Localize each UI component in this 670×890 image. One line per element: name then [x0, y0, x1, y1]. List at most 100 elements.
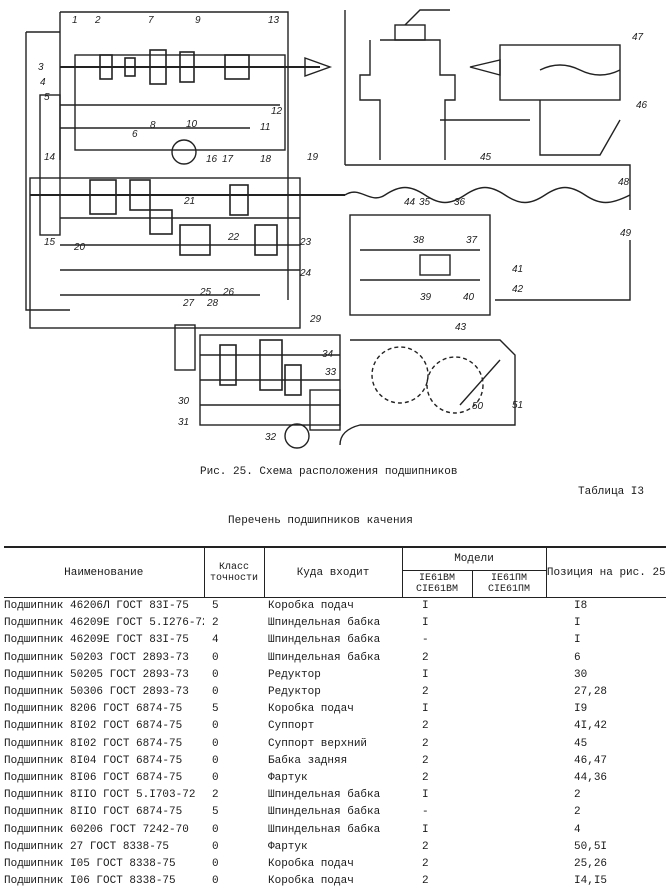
cell-destination: Коробка подач: [264, 856, 402, 873]
diagram-label: 2: [94, 15, 101, 26]
cell-model-1: 2: [402, 718, 472, 735]
cell-position: 44,36: [546, 770, 666, 787]
cell-position: 50,5I: [546, 839, 666, 856]
diagram-label: 47: [632, 32, 644, 43]
diagram-label: 38: [413, 235, 425, 246]
cell-name: Подшипник 50205 ГОСТ 2893-73: [4, 667, 204, 684]
cell-model-2: 2: [472, 873, 546, 890]
diagram-label: 12: [271, 106, 283, 117]
diagram-label: 22: [227, 232, 240, 243]
table-row: Подшипник 50306 ГОСТ 2893-730Редуктор222…: [4, 684, 666, 701]
cell-position: I8: [546, 598, 666, 616]
diagram-label: 37: [466, 235, 478, 246]
cell-accuracy: 0: [204, 650, 264, 667]
cell-name: Подшипник 27 ГОСТ 8338-75: [4, 839, 204, 856]
cell-accuracy: 0: [204, 736, 264, 753]
cell-model-2: I: [472, 804, 546, 821]
cell-name: Подшипник I05 ГОСТ 8338-75: [4, 856, 204, 873]
diagram-label: 27: [182, 298, 195, 309]
diagram-label: 41: [512, 264, 523, 275]
cell-model-2: I: [472, 667, 546, 684]
cell-model-2: 2: [472, 753, 546, 770]
diagram-label: 6: [132, 129, 138, 140]
diagram-label: 29: [309, 314, 322, 325]
cell-model-2: I: [472, 632, 546, 649]
cell-position: 25,26: [546, 856, 666, 873]
cell-destination: Шпиндельная бабка: [264, 615, 402, 632]
cell-accuracy: 0: [204, 822, 264, 839]
cell-accuracy: 0: [204, 684, 264, 701]
diagram-label: 11: [260, 122, 270, 133]
cell-name: Подшипник 8I06 ГОСТ 6874-75: [4, 770, 204, 787]
diagram-label: 49: [620, 228, 632, 239]
cell-accuracy: 5: [204, 804, 264, 821]
cell-destination: Редуктор: [264, 667, 402, 684]
cell-accuracy: 0: [204, 873, 264, 890]
header-models: Модели: [402, 547, 546, 571]
cell-model-2: 2: [472, 770, 546, 787]
cell-name: Подшипник 8IIO ГОСТ 5.I703-72: [4, 787, 204, 804]
diagram-label: 34: [322, 349, 334, 360]
diagram-label: 14: [44, 152, 56, 163]
cell-model-2: 2: [472, 856, 546, 873]
diagram-position-labels: 1 2 3 4 5 6 7 8 9 10 11 12 13 14 15 16 1…: [38, 15, 648, 443]
diagram-label: 16: [206, 154, 218, 165]
header-position: Позиция на рис. 25: [546, 547, 666, 598]
cell-destination: Коробка подач: [264, 598, 402, 616]
cell-destination: Шпиндельная бабка: [264, 650, 402, 667]
diagram-label: 46: [636, 100, 648, 111]
cell-model-1: -: [402, 632, 472, 649]
diagram-label: 40: [463, 292, 475, 303]
cell-accuracy: 4: [204, 632, 264, 649]
table-title: Перечень подшипников качения: [228, 515, 413, 527]
diagram-lines: [0, 10, 630, 448]
cell-model-1: 2: [402, 736, 472, 753]
diagram-label: 1: [72, 15, 78, 26]
cell-destination: Бабка задняя: [264, 753, 402, 770]
diagram-label: 39: [420, 292, 432, 303]
cell-accuracy: 0: [204, 753, 264, 770]
cell-position: I9: [546, 701, 666, 718]
diagram-label: 7: [148, 15, 154, 26]
diagram-label: 43: [455, 322, 467, 333]
figure-caption: Рис. 25. Схема расположения подшипников: [200, 466, 457, 478]
cell-accuracy: 5: [204, 701, 264, 718]
cell-destination: Фартук: [264, 839, 402, 856]
diagram-label: 25: [199, 287, 212, 298]
cell-name: Подшипник 46209Е ГОСТ 83I-75: [4, 632, 204, 649]
cell-destination: Шпиндельная бабка: [264, 804, 402, 821]
header-destination: Куда входит: [264, 547, 402, 598]
cell-name: Подшипник 8I04 ГОСТ 6874-75: [4, 753, 204, 770]
cell-position: 2: [546, 804, 666, 821]
diagram-label: 45: [480, 152, 492, 163]
cell-accuracy: 0: [204, 839, 264, 856]
diagram-label: 23: [299, 237, 312, 248]
cell-name: Подшипник I06 ГОСТ 8338-75: [4, 873, 204, 890]
diagram-label: 44: [404, 197, 416, 208]
cell-name: Подшипник 46206Л ГОСТ 83I-75: [4, 598, 204, 616]
cell-model-1: I: [402, 822, 472, 839]
diagram-label: 17: [222, 154, 234, 165]
cell-position: 45: [546, 736, 666, 753]
cell-model-1: I: [402, 787, 472, 804]
cell-destination: Шпиндельная бабка: [264, 787, 402, 804]
cell-accuracy: 2: [204, 615, 264, 632]
cell-model-1: I: [402, 598, 472, 616]
cell-model-2: 2: [472, 839, 546, 856]
diagram-label: 48: [618, 177, 630, 188]
cell-destination: Шпиндельная бабка: [264, 822, 402, 839]
diagram-label: 10: [186, 119, 198, 130]
diagram-label: 18: [260, 154, 272, 165]
cell-accuracy: 0: [204, 667, 264, 684]
cell-destination: Коробка подач: [264, 701, 402, 718]
diagram-label: 21: [183, 196, 195, 207]
diagram-label: 3: [38, 62, 44, 73]
diagram-label: 36: [454, 197, 466, 208]
diagram-label: 8: [150, 120, 156, 131]
table-row: Подшипник 8I02 ГОСТ 6874-750Суппорт224I,…: [4, 718, 666, 735]
